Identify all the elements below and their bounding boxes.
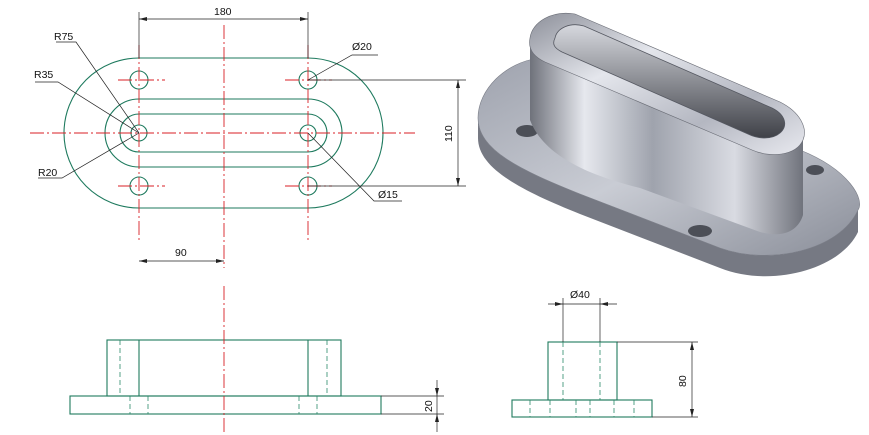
iso-hole-1 [516,125,538,137]
dim-label-80: 80 [677,375,689,387]
side-view: Ø40 80 [511,289,698,418]
dim-label-110: 110 [443,125,455,142]
side-boss [547,341,618,401]
dim-label-20: 20 [423,400,435,412]
leader-r35 [35,81,140,134]
label-r35: R35 [34,69,53,81]
dim-label-90: 90 [175,247,187,259]
iso-boss-front [530,38,803,235]
leader-r75 [56,41,140,134]
iso-slot [553,24,786,139]
iso-base-side [478,118,858,277]
label-d15: Ø15 [378,189,398,201]
dim-label-d40: Ø40 [570,289,590,301]
dim-label-180: 180 [214,6,232,18]
iso-hole-3 [806,165,824,175]
label-r20: R20 [38,167,57,179]
top-view: 180 110 90 R75 R35 R20 Ø20 Ø15 [30,6,466,268]
leader-d20 [307,54,378,81]
leader-r20 [38,132,140,179]
front-base [69,395,382,415]
iso-view [477,12,860,277]
leader-d15 [307,132,402,202]
label-r75: R75 [54,31,73,43]
iso-hole-2 [688,225,712,237]
front-view: 20 [69,286,444,435]
side-base [511,399,653,418]
label-d20: Ø20 [352,41,372,53]
